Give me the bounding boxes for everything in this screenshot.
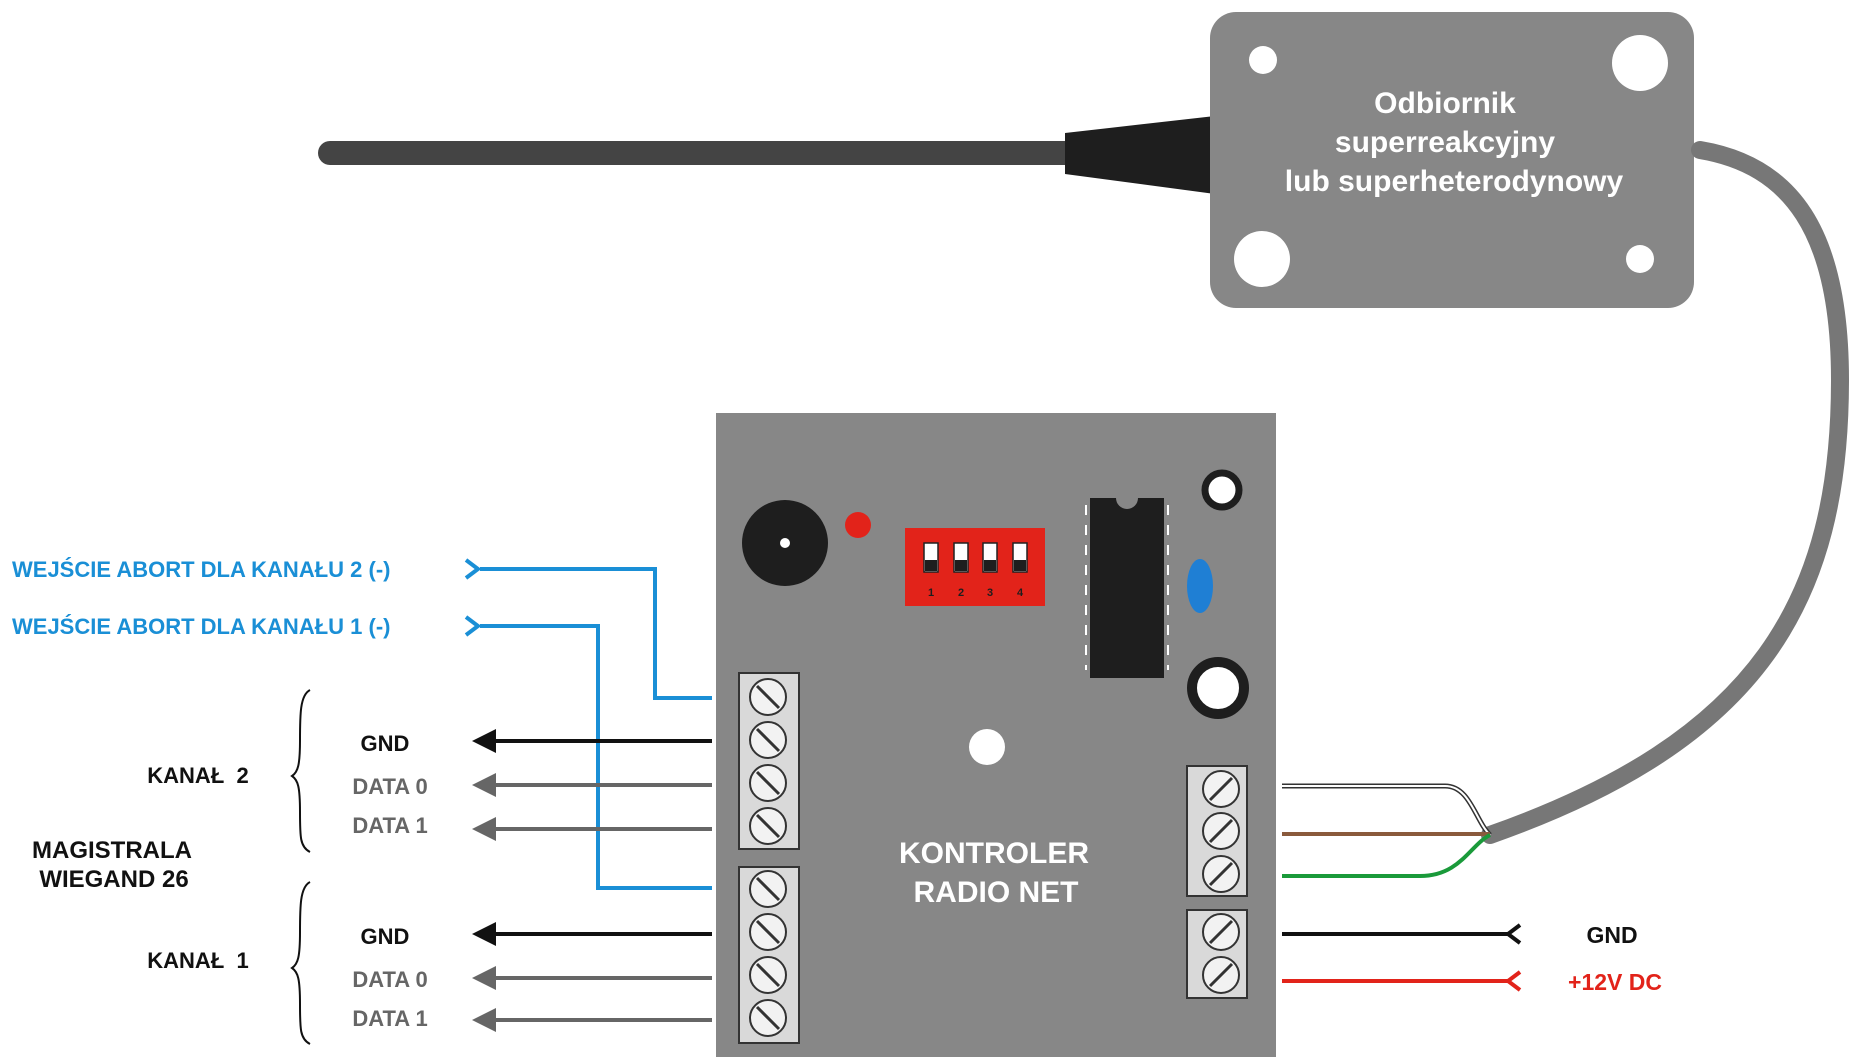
signal-label: DATA 1 [352, 813, 427, 838]
channel-braces [290, 689, 311, 1045]
dip-label: 2 [958, 587, 964, 599]
buzzer [742, 500, 828, 586]
abort-input-label: WEJŚCIE ABORT DLA KANAŁU 1 (-) [12, 614, 390, 639]
signal-label: DATA 0 [352, 774, 427, 799]
dip-label: 1 [928, 587, 934, 599]
receiver-module: Odbiornik superreakcyjny lub superhetero… [1210, 12, 1694, 308]
terminal-block [1186, 765, 1248, 897]
signal-label: GND [361, 731, 410, 756]
capacitor [1187, 559, 1213, 613]
relay-contact [1187, 657, 1249, 719]
antenna [318, 116, 1215, 194]
receiver-title-line: superreakcyjny [1335, 126, 1555, 159]
potentiometer [1201, 469, 1243, 511]
mounting-hole [1234, 231, 1290, 287]
receiver-wires [1282, 783, 1492, 878]
controller-title-line: RADIO NET [914, 876, 1079, 909]
abort-input-label: WEJŚCIE ABORT DLA KANAŁU 2 (-) [12, 557, 390, 582]
dip-label: 3 [987, 587, 993, 599]
mounting-hole [1249, 46, 1277, 74]
signal-label: GND [361, 924, 410, 949]
channel-label: KANAŁ 1 [147, 948, 248, 973]
dip-label: 4 [1017, 587, 1024, 599]
mounting-hole [1612, 35, 1668, 91]
terminal-block [738, 866, 800, 1044]
receiver-title-line: Odbiornik [1374, 87, 1516, 120]
gnd-power-label: GND [1586, 922, 1637, 948]
dip-switch: 1 2 3 4 [905, 528, 1045, 606]
status-led [845, 512, 871, 538]
mounting-hole [1626, 245, 1654, 273]
mounting-hole [969, 729, 1005, 765]
bus-title-line: MAGISTRALA [32, 837, 192, 864]
controller-title-line: KONTROLER [899, 837, 1089, 870]
abort-inputs: WEJŚCIE ABORT DLA KANAŁU 2 (-) WEJŚCIE A… [12, 557, 712, 890]
controller-board: 1 2 3 4 KONTROLER RADIO NET [716, 413, 1276, 1057]
ic-chip [1085, 498, 1169, 678]
bus-title-line: WIEGAND 26 [39, 866, 188, 893]
wiegand-outputs: GND DATA 0 DATA 1 GND DATA 0 DATA 1 [352, 729, 712, 1032]
terminal-block [738, 672, 800, 850]
signal-label: DATA 0 [352, 967, 427, 992]
power-leads: GND +12V DC [1282, 922, 1662, 995]
supply-label: +12V DC [1568, 969, 1662, 995]
terminal-block [1186, 909, 1248, 999]
receiver-cable [1481, 141, 1850, 844]
channel-label: KANAŁ 2 [147, 763, 248, 788]
signal-label: DATA 1 [352, 1006, 427, 1031]
receiver-title-line: lub superheterodynowy [1285, 165, 1624, 198]
